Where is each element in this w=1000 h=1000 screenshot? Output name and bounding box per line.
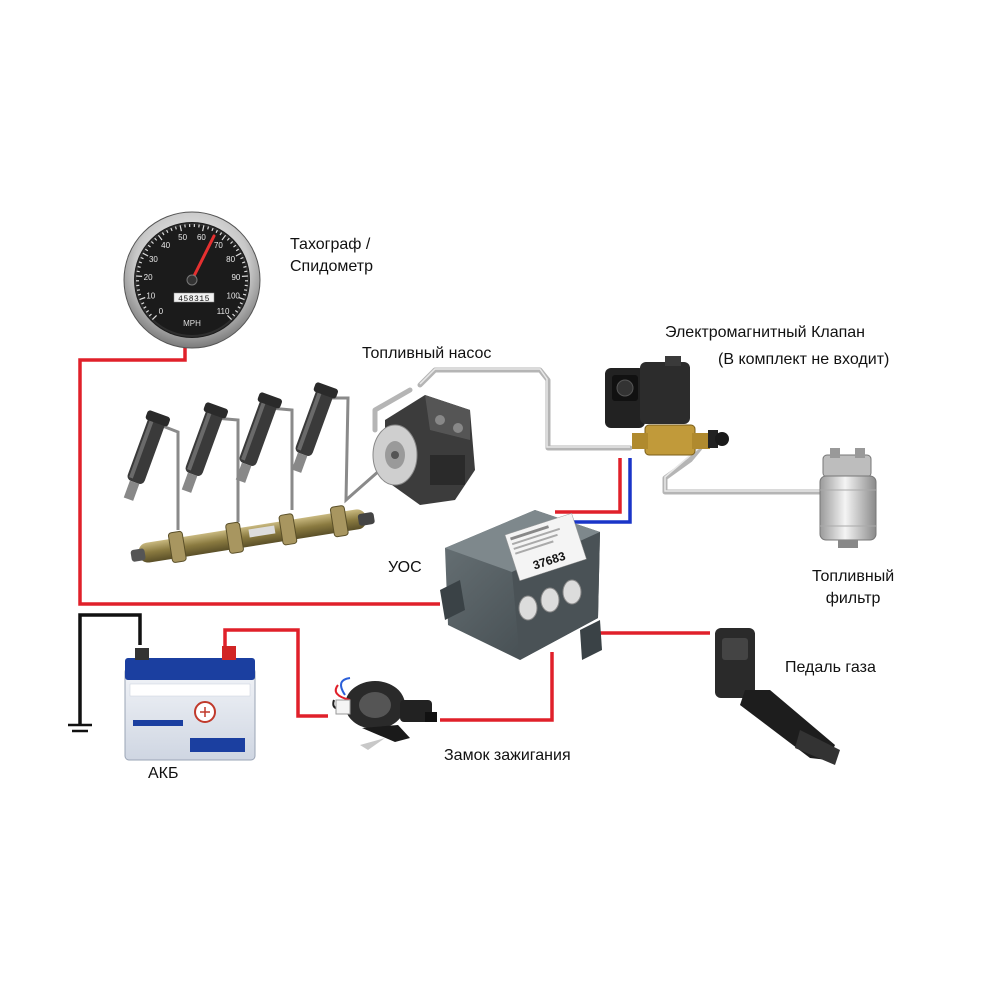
speedometer-tick <box>226 237 230 241</box>
speedometer-scale-label: 60 <box>197 233 206 242</box>
battery-icon <box>124 646 256 761</box>
ignition-lock-label: Замок зажигания <box>444 747 571 764</box>
speedometer-tick <box>151 314 158 321</box>
speedometer-tick <box>161 232 165 236</box>
speedometer-scale-label: 50 <box>178 233 187 242</box>
solenoid-valve-icon <box>605 356 729 456</box>
speedometer-tick <box>148 313 152 317</box>
speedometer-tick <box>237 306 241 309</box>
solenoid-valve-label: Электромагнитный Клапан <box>665 324 866 341</box>
speedometer-scale-label: 30 <box>149 255 158 264</box>
speedometer-scale-label: 80 <box>226 255 235 264</box>
fuel-pump-icon <box>372 395 475 505</box>
speedometer-tick <box>202 225 205 232</box>
tachograph-label: Тахограф / Спидометр <box>290 236 373 275</box>
speedometer-scale-label: 90 <box>231 273 240 282</box>
wire-solenoid-negative <box>565 458 632 524</box>
speedometer-tick <box>143 306 147 309</box>
speedometer-scale-label: 10 <box>146 291 155 300</box>
ignition-lock-icon <box>332 677 437 750</box>
gas-pedal-icon <box>715 628 840 765</box>
speedometer-scale-label: 100 <box>227 291 241 300</box>
speedometer-tick <box>147 244 151 248</box>
odometer-readout: 458315 <box>178 295 210 304</box>
speedometer-tick <box>138 261 143 264</box>
speedometer-tick <box>240 256 244 260</box>
speedometer-tick <box>207 226 210 230</box>
speedometer-tick <box>141 302 145 305</box>
speedometer-tick <box>211 227 214 232</box>
speedometer-tick <box>238 296 245 301</box>
battery-label: АКБ <box>148 765 179 782</box>
speedometer-tick <box>154 237 158 241</box>
speedometer-tick <box>232 313 236 317</box>
speedometer-tick <box>230 241 234 245</box>
speedometer-tick <box>150 241 154 245</box>
wire-speedometer <box>78 348 440 606</box>
speedometer-tick <box>139 296 146 301</box>
speedometer-tick <box>239 302 243 305</box>
speedometer-tick <box>157 234 163 241</box>
speedometer-scale-label: 70 <box>214 241 223 250</box>
speedometer-scale-label: 110 <box>217 307 230 316</box>
fuel-lines-highlight <box>419 368 825 492</box>
speedometer-tick <box>241 261 246 264</box>
speedometer-tick <box>235 252 242 257</box>
speedometer-tick <box>243 289 248 291</box>
speedometer-tick <box>242 293 247 296</box>
speedometer-tick <box>233 244 237 248</box>
speedometer-tick <box>226 314 233 321</box>
wire-ground <box>78 613 142 725</box>
control-unit-label: УОС <box>388 559 422 576</box>
gas-pedal-label: Педаль газа <box>785 659 876 676</box>
fuel-filter-icon <box>819 448 877 548</box>
speedometer-tick <box>243 265 247 268</box>
speedometer-tick <box>179 225 182 232</box>
control-unit-icon: 37683 <box>440 510 602 660</box>
speedometer-tick <box>170 227 173 232</box>
speedometer-tick <box>136 289 141 291</box>
speedometer-tick <box>137 265 141 268</box>
wire-ignition-signal <box>440 652 554 722</box>
speedometer-tick <box>215 229 218 234</box>
speedometer-tick <box>136 270 140 273</box>
speedometer-tick <box>234 310 239 313</box>
speedometer-tick <box>140 256 144 260</box>
fuel-pump-label: Топливный насос <box>362 345 492 362</box>
wires <box>78 348 710 725</box>
speedometer-tick <box>144 248 149 252</box>
speedometer-tick <box>137 293 142 296</box>
speedometer-tick <box>235 248 240 252</box>
injectors-common-rail-icon <box>123 382 381 563</box>
ground-icon <box>68 723 92 733</box>
speedometer-scale-label: 20 <box>144 273 153 282</box>
speedometer-unit: MPH <box>183 319 201 328</box>
wire-battery-positive <box>223 628 328 718</box>
speedometer-tick <box>142 252 149 257</box>
solenoid-note-label: (В комплект не входит) <box>718 351 890 368</box>
speedometer-needle <box>190 234 216 282</box>
speedometer-tick <box>221 234 227 241</box>
fuel-filter-label: Топливный фильтр <box>812 568 895 607</box>
speedometer-tick <box>244 270 248 273</box>
speedometer-tick <box>219 232 223 236</box>
speedometer-scale-label: 0 <box>159 307 164 316</box>
speedometer-tick <box>166 229 169 234</box>
wire-solenoid-positive <box>555 458 622 514</box>
speedometer-scale-label: 40 <box>161 241 170 250</box>
speedometer-tick <box>174 226 177 230</box>
speedometer-tick <box>145 310 150 313</box>
